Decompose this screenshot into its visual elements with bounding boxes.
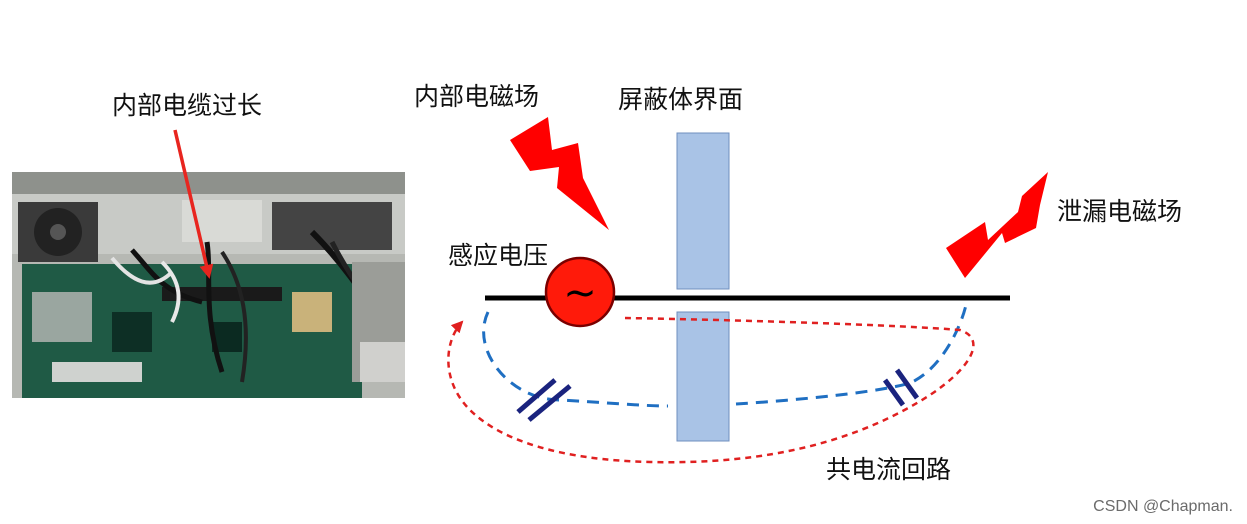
label-leakage-em-field: 泄漏电磁场: [1057, 192, 1182, 228]
label-internal-em-field: 内部电磁场: [414, 77, 539, 113]
capacitor-icon: [885, 370, 917, 405]
source-symbol: ~: [563, 270, 597, 316]
label-induced-voltage: 感应电压: [448, 236, 548, 272]
label-common-current-loop: 共电流回路: [826, 450, 951, 486]
label-shield-interface: 屏蔽体界面: [618, 80, 743, 116]
lightning-bolt-icon: [510, 117, 609, 230]
shield-body-upper: [677, 133, 729, 289]
watermark: CSDN @Chapman.: [1093, 498, 1233, 516]
parasitic-path-right: [736, 305, 966, 404]
pointer-arrow: [175, 130, 208, 272]
lightning-bolt-icon: [946, 172, 1048, 278]
capacitor-icon: [518, 380, 570, 420]
label-cable-too-long: 内部电缆过长: [112, 86, 262, 122]
shield-body-lower: [677, 312, 729, 441]
ac-voltage-source-icon: ~: [546, 258, 614, 326]
